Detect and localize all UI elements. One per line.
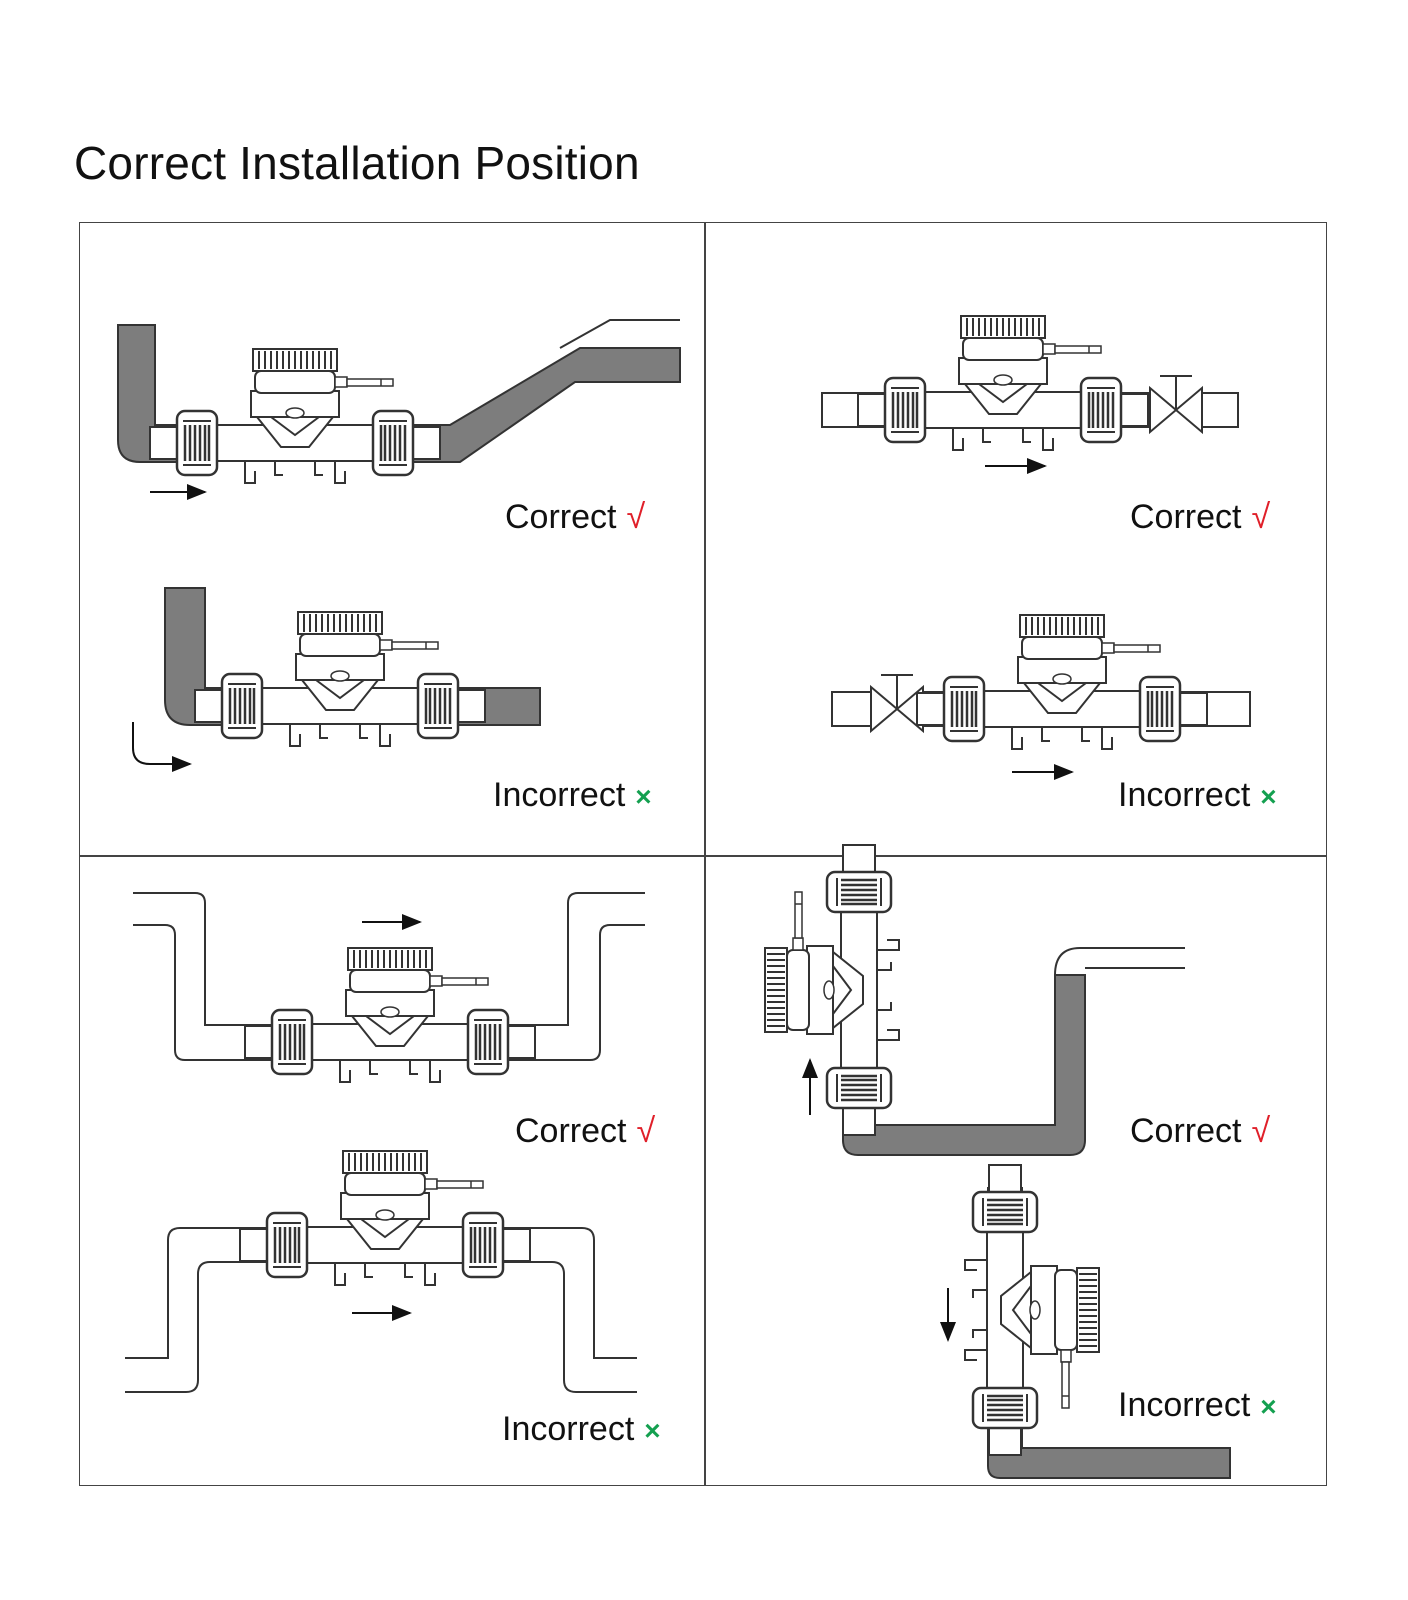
cross-mark-icon: × [1260, 781, 1277, 812]
diagram-tr-incorrect [831, 613, 1251, 780]
diagram-tr-correct [821, 314, 1239, 474]
cross-mark-icon: × [644, 1415, 661, 1446]
diagram-br-incorrect [940, 1163, 1231, 1479]
diagram-bl-correct [133, 892, 645, 1084]
verdict-text: Incorrect [1118, 1386, 1251, 1424]
page-title: Correct Installation Position [74, 137, 640, 189]
verdict-text: Correct [505, 498, 617, 536]
flow-arrow-icon [132, 722, 192, 772]
verdict-label-bl-correct: Correct√ [515, 1112, 655, 1151]
verdict-text: Incorrect [1118, 776, 1251, 814]
grid-divider-vertical [704, 223, 706, 1485]
cross-mark-icon: × [635, 781, 652, 812]
verdict-label-tl-correct: Correct√ [505, 498, 645, 537]
diagram-tl-incorrect [132, 587, 541, 772]
verdict-text: Correct [1130, 1112, 1242, 1150]
check-mark-icon: √ [1251, 1112, 1271, 1150]
verdict-text: Correct [1130, 498, 1242, 536]
cross-mark-icon: × [1260, 1391, 1277, 1422]
verdict-label-tl-incorrect: Incorrect × [493, 776, 652, 815]
verdict-label-br-correct: Correct√ [1130, 1112, 1270, 1151]
verdict-label-tr-incorrect: Incorrect × [1118, 776, 1277, 815]
check-mark-icon: √ [1251, 498, 1271, 536]
grid-divider-horizontal [80, 855, 1326, 857]
verdict-label-bl-incorrect: Incorrect × [502, 1410, 661, 1449]
verdict-text: Incorrect [493, 776, 626, 814]
verdict-text: Incorrect [502, 1410, 635, 1448]
verdict-label-br-incorrect: Incorrect × [1118, 1386, 1277, 1425]
check-mark-icon: √ [636, 1112, 656, 1150]
installation-grid [79, 222, 1327, 1486]
verdict-label-tr-correct: Correct√ [1130, 498, 1270, 537]
diagram-tl-correct [117, 319, 681, 500]
verdict-text: Correct [515, 1112, 627, 1150]
diagram-bl-incorrect [125, 1149, 637, 1393]
diagram-br-correct [763, 843, 1185, 1156]
check-mark-icon: √ [626, 498, 646, 536]
